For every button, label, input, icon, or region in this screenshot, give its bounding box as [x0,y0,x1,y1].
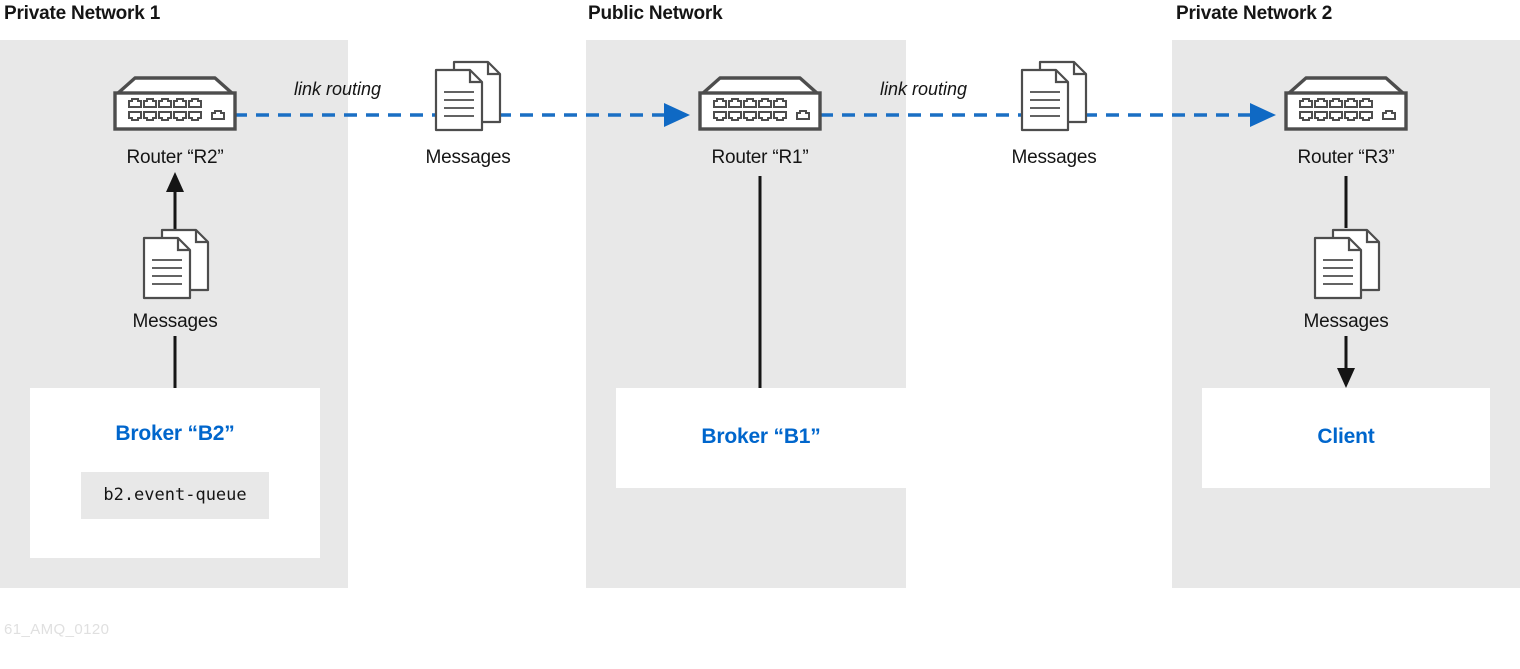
panel-private-network-2 [1172,40,1520,588]
messages-label-link-right: Messages [1011,147,1097,168]
messages-icon-broker-b2 [140,226,212,302]
flow-line-r1-to-b1 [756,176,764,388]
node-title-broker-b1: Broker “B1” [701,425,821,448]
node-broker-b2[interactable]: Broker “B2” b2.event-queue [30,388,320,558]
flow-arrow-messages-to-client [1336,336,1356,388]
link-routing-label-left: link routing [294,79,382,99]
node-title-broker-b2: Broker “B2” [115,422,235,445]
messages-label-link-left: Messages [425,147,511,168]
router-icon-r1 [690,74,830,134]
messages-icon-client [1311,226,1383,302]
router-label-r1: Router “R1” [711,147,809,168]
messages-label-client: Messages [1303,311,1389,332]
node-broker-b1[interactable]: Broker “B1” [616,388,906,488]
figure-id-footer: 61_AMQ_0120 [4,621,110,638]
panel-public-network [586,40,906,588]
router-label-r3: Router “R3” [1297,147,1395,168]
node-title-client: Client [1317,425,1375,448]
flow-arrow-b2-to-r2 [165,172,185,232]
messages-icon-link-left [432,58,504,134]
panel-title-private-network-2: Private Network 2 [1176,3,1333,24]
panel-title-private-network-1: Private Network 1 [4,3,161,24]
node-client[interactable]: Client [1202,388,1490,488]
router-icon-r3 [1276,74,1416,134]
flow-line-r3-to-messages [1342,176,1350,228]
flow-line-b2-messages [171,336,179,388]
link-routing-connector-left [234,100,690,130]
messages-icon-link-right [1018,58,1090,134]
link-routing-label-right: link routing [880,79,968,99]
queue-chip-b2-event-queue: b2.event-queue [81,472,269,519]
messages-label-broker-b2: Messages [132,311,218,332]
panel-title-public-network: Public Network [588,3,723,24]
router-label-r2: Router “R2” [126,147,224,168]
router-icon-r2 [105,74,245,134]
link-routing-connector-right [820,100,1276,130]
